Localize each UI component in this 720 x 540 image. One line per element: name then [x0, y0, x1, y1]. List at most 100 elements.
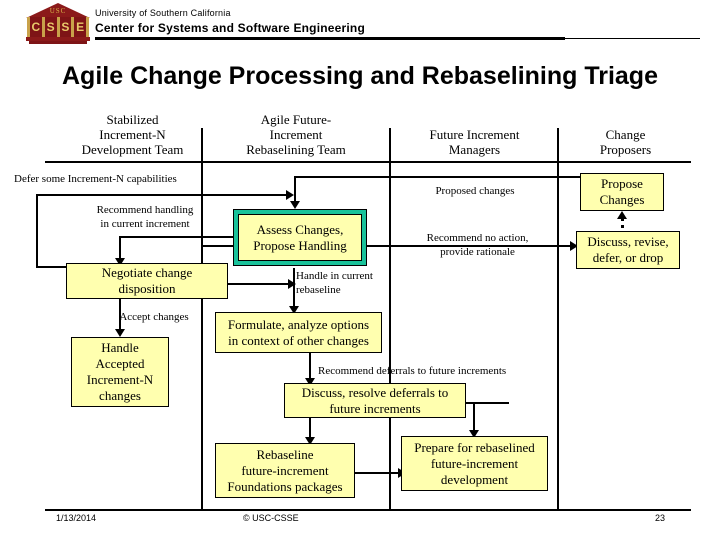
lane-label-line: Rebaselining Team	[246, 142, 346, 157]
center-name: Center for Systems and Software Engineer…	[95, 21, 365, 35]
edge-defer-return-h	[36, 266, 71, 268]
lane-label-line: Managers	[448, 142, 501, 157]
edge-label-defer-capabilities: Defer some Increment-N capabilities	[14, 173, 177, 185]
lane-label-line: Agile Future-	[260, 112, 332, 127]
swimlane-divider-2	[389, 128, 391, 509]
logo-letter-s2: S	[61, 20, 70, 34]
lane-label-line: Development Team	[81, 142, 184, 157]
box-negotiate-change-disposition[interactable]: Negotiate change disposition	[66, 263, 228, 299]
lane-label-line: Future Increment	[429, 127, 520, 142]
box-text-line: Assess Changes,	[256, 221, 344, 237]
logo-columns-icon: C S S E	[27, 17, 89, 37]
logo-pediment-icon	[26, 3, 90, 18]
edge-rebaseline-to-prepare-h	[355, 472, 401, 474]
logo-column-bar	[56, 17, 60, 37]
box-formulate-analyze-options[interactable]: Formulate, analyze options in context of…	[215, 312, 382, 353]
box-text-line: Negotiate change	[101, 265, 193, 280]
box-text-line: future-increment	[241, 462, 329, 478]
edge-discuss-to-rebaseline-v	[309, 418, 311, 441]
footer-date: 1/13/2014	[56, 513, 97, 523]
logo-letter-c: C	[31, 20, 41, 34]
box-text-line: Propose Handling	[253, 237, 347, 253]
logo-column-bar	[27, 17, 30, 37]
arrowhead-into-negotiate-top	[115, 258, 125, 266]
swimlane-divider-1	[201, 128, 203, 509]
arrowhead-into-discuss-resolve	[305, 378, 315, 386]
box-text-line: future increments	[329, 400, 421, 416]
swimlane-divider-3	[557, 128, 559, 509]
logo-column-bar	[71, 17, 75, 37]
logo-column-bar	[86, 17, 89, 37]
edge-defer-return-v	[36, 194, 38, 267]
edge-label-handle-in-current-rebaseline: Handle in current rebaseline	[296, 269, 386, 297]
logo-letter-e: E	[76, 20, 85, 34]
arrowhead-defer-capabilities	[286, 190, 294, 200]
box-discuss-resolve-deferrals[interactable]: Discuss, resolve deferrals to future inc…	[284, 383, 466, 418]
box-prepare-for-rebaselined-development[interactable]: Prepare for rebaselined future-increment…	[401, 436, 548, 491]
box-handle-accepted-increment-n-changes[interactable]: Handle Accepted Increment-N changes	[71, 337, 169, 407]
box-text-line: Changes	[599, 192, 645, 207]
page-title: Agile Change Processing and Rebaselining…	[62, 62, 658, 90]
arrowhead-into-propose-changes	[617, 211, 627, 219]
arrowhead-into-handle-accepted	[115, 329, 125, 337]
edge-label-line: in current increment	[100, 218, 190, 230]
box-text-line: Accepted	[95, 356, 145, 371]
edge-label-line: provide rationale	[440, 246, 515, 258]
logo-base-lower	[29, 41, 87, 44]
lane-label-line: Stabilized	[106, 112, 159, 127]
edge-proposed-changes-h	[295, 176, 581, 178]
edge-label-recommend-no-action: Recommend no action, provide rationale	[400, 231, 555, 259]
edge-label-line: rebaseline	[296, 284, 341, 296]
box-text-line: changes	[99, 388, 141, 403]
header-rule-thin	[565, 38, 700, 39]
edge-recommend-no-action-h	[202, 245, 573, 247]
edge-negotiate-to-rebaseline-h	[228, 283, 290, 285]
edge-label-accept-changes: Accept changes	[119, 311, 189, 323]
arrowhead-handle-in-current	[288, 279, 296, 289]
edge-label-line: Recommend no action,	[426, 232, 529, 244]
edge-discuss-to-prepare-h	[465, 402, 509, 404]
lane-header-change-proposers: Change Proposers	[560, 127, 691, 157]
box-text-line: in context of other changes	[228, 332, 369, 348]
footer-rule	[45, 509, 691, 511]
box-rebaseline-future-increment-foundations-packages[interactable]: Rebaseline future-increment Foundations …	[215, 443, 355, 498]
edge-discuss-to-prepare-v	[473, 402, 475, 434]
box-text-line: Discuss, resolve deferrals to	[301, 384, 449, 400]
box-text-line: development	[440, 471, 509, 487]
edge-recommend-handling-v	[119, 236, 121, 262]
box-text-line: Prepare for rebaselined	[414, 439, 535, 455]
box-text-line: disposition	[118, 281, 176, 296]
arrowhead-into-discuss-revise	[570, 241, 578, 251]
footer-copyright: © USC-CSSE	[243, 513, 299, 523]
arrowhead-into-formulate-top	[289, 306, 299, 314]
logo-usc-text: USC	[49, 7, 67, 15]
edge-recommend-handling-h	[119, 236, 233, 238]
footer-page-number: 23	[655, 513, 666, 523]
box-text-line: Rebaseline	[256, 446, 314, 462]
edge-label-recommend-deferrals: Recommend deferrals to future increments	[318, 365, 507, 377]
edge-discuss-to-propose-dotted	[621, 218, 624, 240]
box-text-line: Foundations packages	[227, 478, 343, 494]
box-text-line: future-increment	[430, 455, 519, 471]
arrowhead-into-prepare	[469, 430, 479, 438]
box-text-line: Propose	[601, 176, 643, 191]
lane-label-line: Change	[605, 127, 646, 142]
box-propose-changes[interactable]: Propose Changes	[580, 173, 664, 211]
lane-header-agile-future-increment-rebaselining-team: Agile Future- Increment Rebaselining Tea…	[205, 112, 387, 157]
edge-accept-changes-v	[119, 299, 121, 333]
logo-column-bar	[41, 17, 45, 37]
logo-base-upper	[26, 37, 90, 41]
usc-csse-logo: USC C S S E	[26, 3, 90, 45]
edge-label-recommend-handling: Recommend handling in current increment	[82, 203, 208, 231]
edge-label-proposed-changes: Proposed changes	[435, 185, 515, 197]
lane-header-stabilized-increment-n-development-team: Stabilized Increment-N Development Team	[65, 112, 200, 157]
box-text-line: Formulate, analyze options	[227, 316, 370, 332]
box-assess-changes-propose-handling[interactable]: Assess Changes, Propose Handling	[238, 214, 362, 261]
box-text-line: Increment-N	[86, 372, 154, 387]
swimlane-top-rule	[45, 161, 691, 163]
box-text-line: Handle	[101, 340, 139, 355]
lane-label-line: Proposers	[599, 142, 652, 157]
lane-label-line: Increment-N	[99, 127, 166, 142]
box-discuss-revise-defer-or-drop[interactable]: Discuss, revise, defer, or drop	[576, 231, 680, 269]
header-rule-thick	[95, 37, 565, 40]
